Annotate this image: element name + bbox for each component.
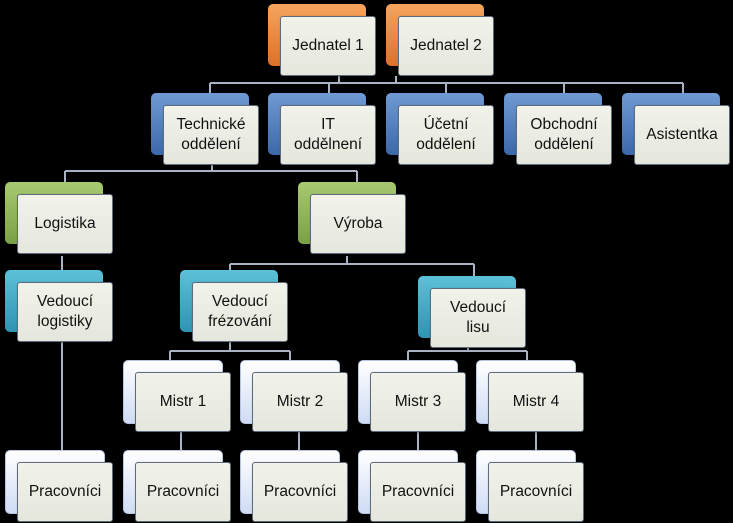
node-vedouci-logistiky: Vedoucí logistiky bbox=[5, 270, 123, 344]
node-pracovnici-mistr-3: Pracovníci bbox=[358, 450, 476, 523]
node-label: Mistr 4 bbox=[488, 372, 584, 432]
node-mistr-2: Mistr 2 bbox=[240, 360, 358, 434]
node-it-oddeleni: IT oddělnení bbox=[268, 93, 386, 167]
connector-milling-foremen bbox=[169, 341, 291, 360]
node-label: Technické oddělení bbox=[163, 105, 259, 165]
node-label: Mistr 1 bbox=[135, 372, 231, 432]
node-label: Jednatel 2 bbox=[398, 16, 494, 76]
node-jednatel-1: Jednatel 1 bbox=[268, 4, 386, 78]
connector-technical-logistics-production bbox=[64, 164, 358, 182]
node-label: Logistika bbox=[17, 194, 113, 254]
node-obchodni-oddeleni: Obchodní oddělení bbox=[504, 93, 622, 167]
connector-foremen-workers bbox=[180, 432, 537, 452]
node-jednatel-2: Jednatel 2 bbox=[386, 4, 504, 78]
node-vyroba: Výroba bbox=[298, 182, 416, 256]
node-label: Výroba bbox=[310, 194, 406, 254]
node-label: Mistr 3 bbox=[370, 372, 466, 432]
node-mistr-3: Mistr 3 bbox=[358, 360, 476, 434]
node-asistentka: Asistentka bbox=[622, 93, 733, 167]
connector-executives-departments bbox=[209, 76, 684, 95]
node-vedouci-lisu: Vedoucí lisu bbox=[418, 276, 536, 350]
node-label: Jednatel 1 bbox=[280, 16, 376, 76]
node-ucetni-oddeleni: Účetní oddělení bbox=[386, 93, 504, 167]
node-label: Pracovníci bbox=[135, 462, 231, 522]
node-label: Asistentka bbox=[634, 105, 730, 165]
node-label: Mistr 2 bbox=[252, 372, 348, 432]
node-label: Pracovníci bbox=[17, 462, 113, 522]
node-mistr-4: Mistr 4 bbox=[476, 360, 594, 434]
node-technicke-oddeleni: Technické oddělení bbox=[151, 93, 269, 167]
connector-press-foremen bbox=[407, 347, 528, 360]
node-label: Pracovníci bbox=[370, 462, 466, 522]
node-label: Vedoucí lisu bbox=[430, 288, 526, 348]
node-label: Obchodní oddělení bbox=[516, 105, 612, 165]
node-pracovnici-mistr-2: Pracovníci bbox=[240, 450, 358, 523]
node-vedouci-frezovani: Vedoucí frézování bbox=[180, 270, 298, 344]
node-logistika: Logistika bbox=[5, 182, 123, 256]
node-label: Vedoucí frézování bbox=[192, 282, 288, 342]
node-pracovnici-mistr-1: Pracovníci bbox=[123, 450, 241, 523]
node-label: Pracovníci bbox=[252, 462, 348, 522]
node-label: Pracovníci bbox=[488, 462, 584, 522]
node-label: Vedoucí logistiky bbox=[17, 282, 113, 342]
node-label: IT oddělnení bbox=[280, 105, 376, 165]
node-pracovnici-mistr-4: Pracovníci bbox=[476, 450, 594, 523]
node-label: Účetní oddělení bbox=[398, 105, 494, 165]
connector-production-heads bbox=[229, 256, 475, 277]
node-pracovnici-logistika: Pracovníci bbox=[5, 450, 123, 523]
node-mistr-1: Mistr 1 bbox=[123, 360, 241, 434]
